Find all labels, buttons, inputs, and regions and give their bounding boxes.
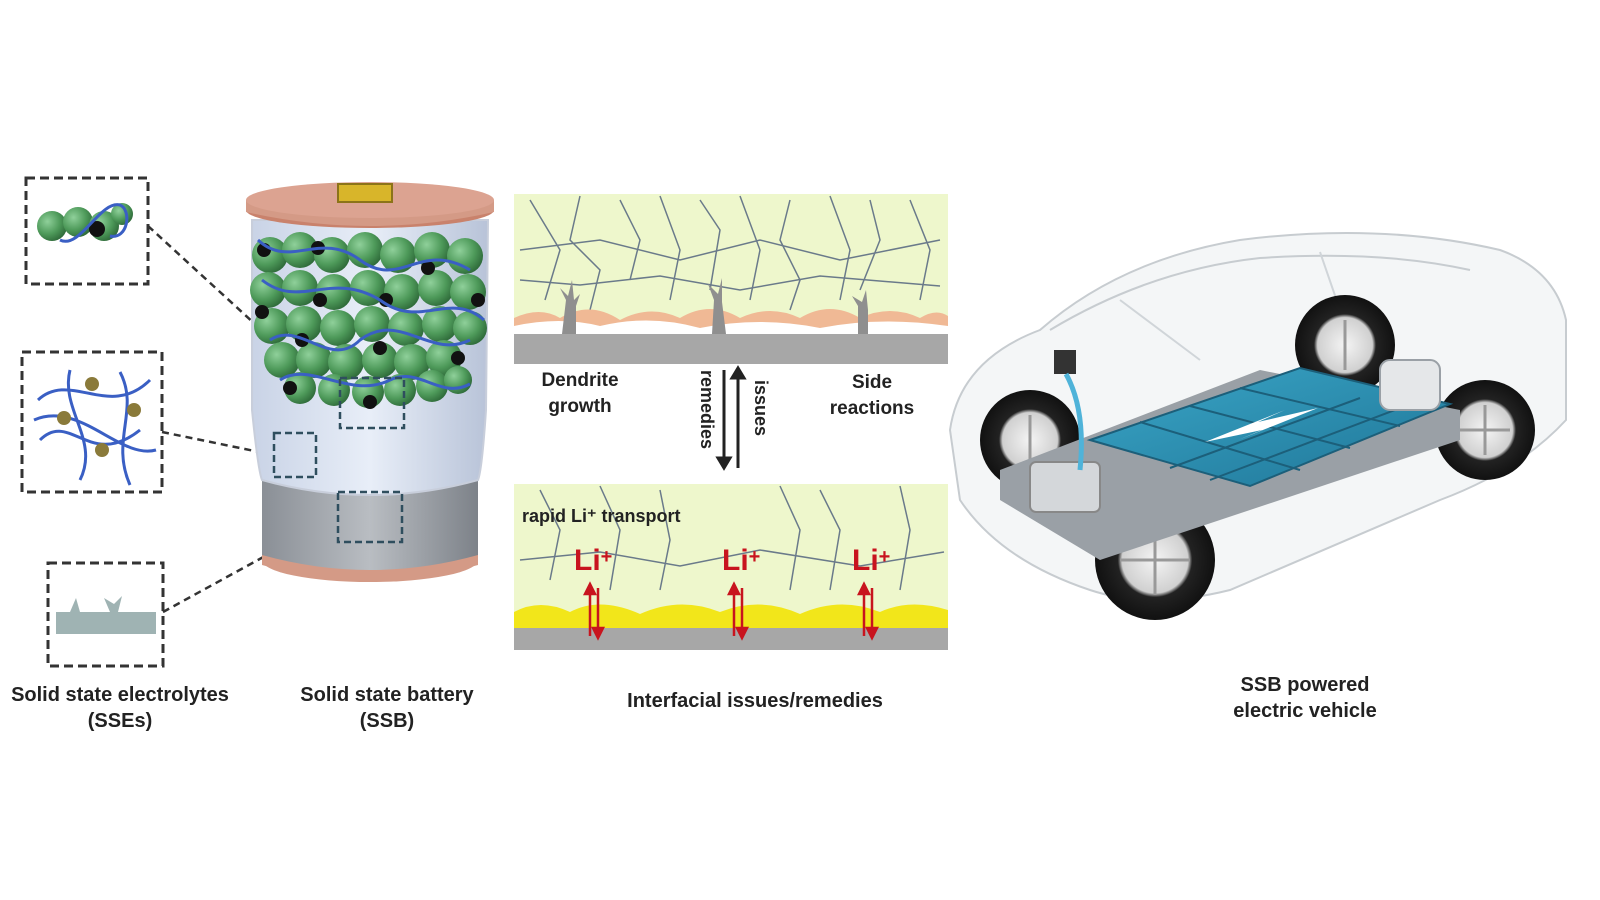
side-reactions-line2: reactions — [829, 398, 915, 419]
li-transport-arrows — [582, 581, 880, 641]
sse-inset-particles — [24, 176, 150, 286]
dendrite-label-line2: growth — [548, 396, 612, 417]
ssb-caption: Solid state battery (SSB) — [282, 682, 492, 734]
sse-caption-line2: (SSEs) — [87, 710, 153, 732]
electric-vehicle — [948, 231, 1567, 620]
li-ion-charge: + — [600, 546, 613, 568]
side-reactions-line1: Side — [851, 372, 893, 393]
li-ion-symbol: Li — [852, 544, 879, 577]
issues-remedies-arrows — [715, 365, 747, 471]
dendrites — [560, 278, 868, 334]
li-ion-symbol: Li — [722, 544, 749, 577]
dendrite-label-line1: Dendrite — [541, 370, 619, 391]
li-ion-charge: + — [878, 546, 891, 568]
battery-cylinder — [246, 182, 494, 582]
sse-inset-polymer — [20, 350, 164, 494]
ev-caption-line2: electric vehicle — [1233, 700, 1377, 722]
interface-issues-panel — [514, 194, 948, 364]
sse-caption-line1: Solid state electrolytes — [11, 684, 229, 706]
interface-caption: Interfacial issues/remedies — [627, 690, 883, 712]
dendrite-label: Dendrite growth — [520, 368, 640, 420]
polymer-chains — [256, 238, 485, 390]
sse-inset-solid — [46, 561, 165, 668]
li-ion-label-1: Li+ — [574, 546, 612, 576]
ev-caption: SSB powered electric vehicle — [1190, 672, 1420, 724]
sse-caption: Solid state electrolytes (SSEs) — [0, 682, 240, 734]
side-reactions-label: Side reactions — [812, 370, 932, 422]
li-ion-label-3: Li+ — [852, 546, 890, 576]
ev-caption-line1: SSB powered — [1240, 674, 1370, 696]
issues-label: issues — [751, 380, 771, 437]
rapid-transport-label: rapid Li⁺ transport — [522, 506, 681, 526]
ssb-caption-line1: Solid state battery — [300, 684, 474, 706]
ssb-caption-line2: (SSB) — [359, 710, 415, 732]
li-ion-charge: + — [748, 546, 761, 568]
interface-remedies-panel — [514, 484, 948, 650]
li-ion-label-2: Li+ — [722, 546, 760, 576]
remedies-label: remedies — [697, 370, 717, 450]
li-ion-symbol: Li — [574, 544, 601, 577]
cathode-particles — [250, 232, 487, 408]
